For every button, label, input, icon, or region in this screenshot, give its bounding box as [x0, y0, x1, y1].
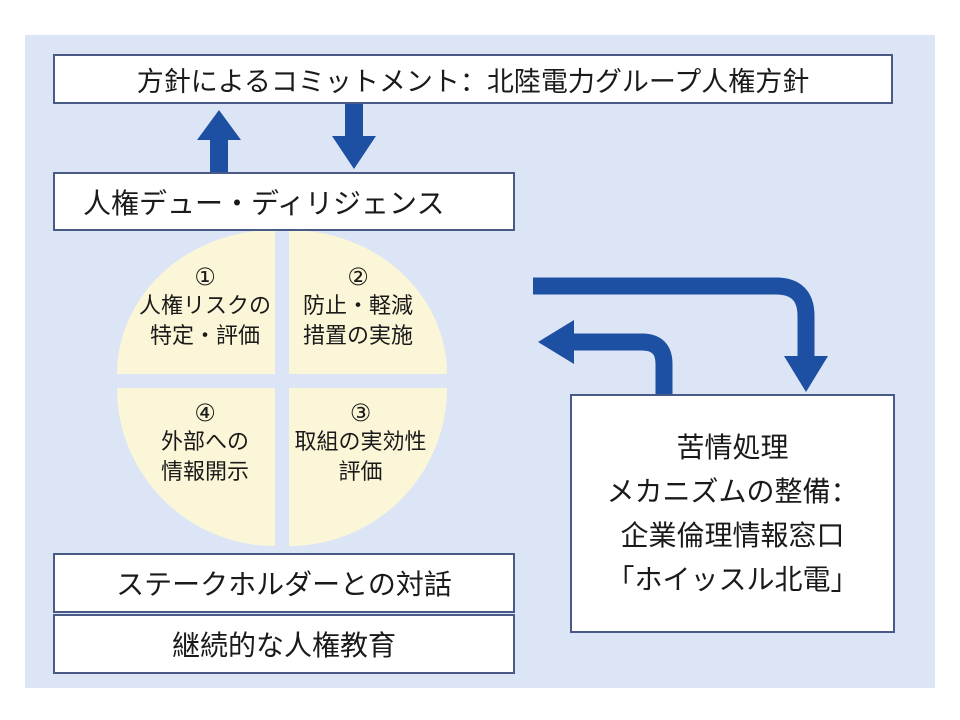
step-4-number: ④ [194, 399, 216, 427]
grievance-line3: 企業倫理情報窓口 [620, 518, 845, 552]
policy-box: 方針によるコミットメント：北陸電力グループ人権方針 [53, 54, 893, 104]
cycle-step-3: ③ 取組の実効性 評価 [288, 398, 433, 488]
due-diligence-label: 人権デュー・ディリジェンス [83, 186, 445, 220]
arrow-from-grievance [572, 333, 673, 394]
grievance-line1: 苦情処理 [676, 430, 789, 464]
cycle-circle [117, 230, 447, 546]
step-4-line1: 外部への [160, 430, 249, 455]
step-3-line1: 取組の実効性 [294, 430, 427, 455]
grievance-line4: 「ホイッスル北電」 [606, 562, 859, 596]
grievance-mechanism-box: 苦情処理 メカニズムの整備： 企業倫理情報窓口 「ホイッスル北電」 [570, 394, 895, 633]
cycle-quadrant-3 [289, 388, 447, 546]
cycle-step-2: ② 防止・軽減 措置の実施 [288, 262, 428, 352]
cycle-step-4: ④ 外部への 情報開示 [130, 398, 280, 488]
step-2-line2: 措置の実施 [302, 324, 413, 349]
policy-label: 方針によるコミットメント：北陸電力グループ人権方針 [136, 66, 810, 98]
grievance-line2: メカニズムの整備： [606, 474, 859, 508]
step-3-number: ③ [349, 399, 372, 427]
step-1-line2: 特定・評価 [149, 324, 260, 349]
stakeholder-dialogue-box: ステークホルダーとの対話 [53, 553, 515, 613]
cycle-quadrant-2 [289, 230, 447, 374]
step-1-number: ① [194, 263, 216, 291]
step-2-line1: 防止・軽減 [302, 294, 413, 319]
step-3-line2: 評価 [338, 460, 383, 485]
stakeholder-label: ステークホルダーとの対話 [116, 568, 452, 601]
cycle-step-1: ① 人権リスクの 特定・評価 [130, 262, 280, 352]
cycle-quadrant-4 [117, 388, 275, 546]
arrow-down-from-policy [332, 104, 376, 169]
arrow-from-grievance-head [538, 320, 574, 364]
arrow-up-to-policy [197, 110, 241, 172]
cycle-quadrant-1 [117, 230, 275, 374]
step-4-line2: 情報開示 [160, 460, 249, 485]
education-label: 継続的な人権教育 [171, 629, 396, 662]
arrow-to-grievance [533, 277, 815, 358]
arrow-to-grievance-head [784, 356, 828, 392]
step-1-line1: 人権リスクの [138, 294, 271, 319]
human-rights-education-box: 継続的な人権教育 [53, 614, 515, 674]
step-2-number: ② [347, 263, 369, 291]
due-diligence-box: 人権デュー・ディリジェンス [53, 172, 515, 231]
